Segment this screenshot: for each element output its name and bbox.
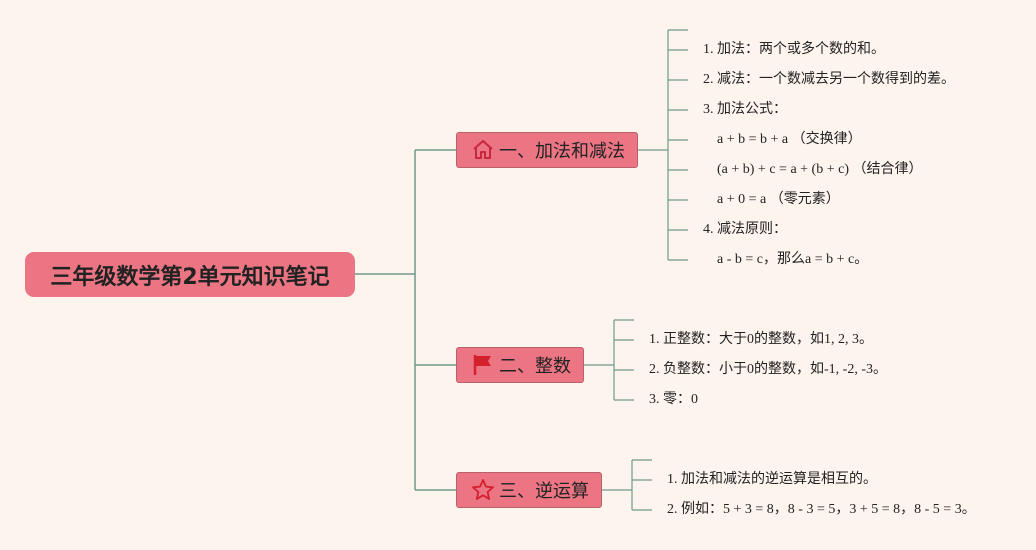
- flag-icon: [471, 353, 495, 377]
- leaf-item: (a + b) + c = a + (b + c) （结合律）: [717, 162, 923, 177]
- leaf-item: 1. 正整数：大于0的整数，如1, 2, 3。: [649, 332, 873, 347]
- leaf-item: 2. 负整数：小于0的整数，如-1, -2, -3。: [649, 362, 887, 377]
- leaf-item: a - b = c，那么a = b + c。: [717, 252, 869, 267]
- leaf-item: 2. 例如：5 + 3 = 8，8 - 3 = 5，3 + 5 = 8，8 - …: [667, 502, 976, 517]
- branch-inverse-operations[interactable]: 三、逆运算: [456, 472, 602, 508]
- star-icon: [471, 478, 495, 502]
- branch-label: 二、整数: [499, 356, 571, 377]
- branch-label: 三、逆运算: [499, 481, 589, 502]
- branch-addition-subtraction[interactable]: 一、加法和减法: [456, 132, 638, 168]
- leaf-item: 2. 减法：一个数减去另一个数得到的差。: [703, 72, 955, 87]
- leaf-item: 1. 加法：两个或多个数的和。: [703, 42, 885, 57]
- home-icon: [471, 138, 495, 162]
- root-title: 三年级数学第2单元知识笔记: [50, 264, 330, 290]
- leaf-item: 1. 加法和减法的逆运算是相互的。: [667, 472, 877, 487]
- leaf-item: 3. 加法公式：: [703, 102, 787, 117]
- leaf-item: 4. 减法原则：: [703, 222, 787, 237]
- leaf-item: a + b = b + a （交换律）: [717, 132, 862, 147]
- root-node[interactable]: 三年级数学第2单元知识笔记: [25, 252, 355, 297]
- branch-integers[interactable]: 二、整数: [456, 347, 584, 383]
- branch-label: 一、加法和减法: [499, 141, 625, 162]
- leaf-item: 3. 零：0: [649, 392, 698, 407]
- leaf-item: a + 0 = a （零元素）: [717, 192, 840, 207]
